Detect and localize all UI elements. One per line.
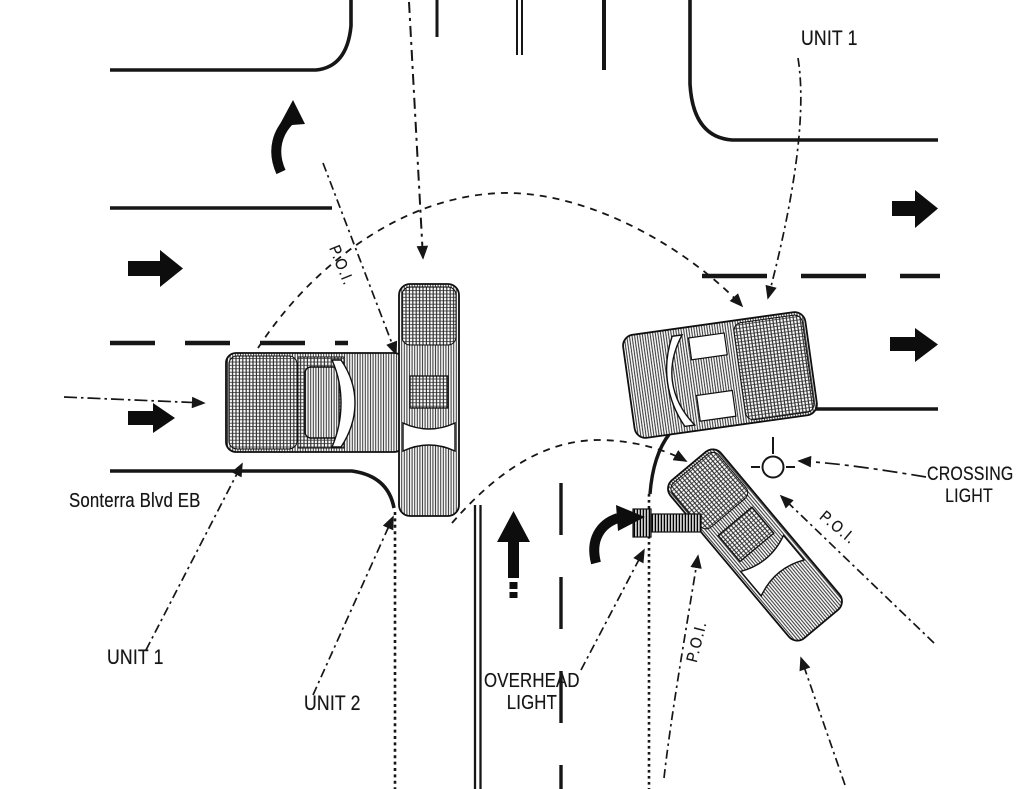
lane-arrow-right-west-lower	[128, 403, 175, 433]
lane-arrow-right-east-upper	[892, 190, 938, 228]
unit1-final-windshield	[665, 334, 697, 428]
unit2-spinout-arc-arrow	[451, 439, 688, 524]
label-street-name: Sonterra Blvd EB	[69, 490, 201, 512]
lane-arrow-curved-up	[271, 100, 305, 175]
leader-unit2-final	[799, 656, 846, 786]
leader-unit2	[312, 515, 394, 696]
unit1-windshield	[330, 359, 356, 448]
label-unit2: UNIT 2	[304, 692, 361, 715]
label-crossing-light: CROSSING LIGHT	[927, 464, 1014, 507]
leader-poi-1	[322, 162, 398, 356]
lane-arrow-right-west-upper	[128, 250, 183, 287]
lane-arrows	[128, 100, 938, 598]
unit2-windshield	[402, 421, 456, 453]
label-unit1-final: UNIT 1	[801, 27, 858, 50]
car-unit1-final	[622, 311, 818, 439]
lane-arrow-right-east-lower	[890, 328, 938, 362]
leader-overhead-light	[580, 548, 645, 671]
leader-unit1-top	[765, 57, 802, 300]
unit2-final-windshield	[739, 534, 806, 598]
label-unit1-initial: UNIT 1	[107, 646, 164, 669]
trajectory-paths	[257, 1, 744, 524]
unit1-direction-thin-arrow	[63, 396, 206, 409]
car-unit1-initial	[225, 352, 405, 453]
leader-unit1-bottom	[145, 462, 243, 651]
lane-arrow-curved-right	[589, 505, 645, 565]
vehicles	[225, 283, 843, 642]
road-lines	[110, 0, 940, 789]
unit2-approach-trajectory-arrow	[408, 1, 429, 260]
lane-arrow-up-south-leg	[497, 511, 530, 598]
leader-lines	[63, 57, 935, 786]
leader-poi-3	[663, 554, 702, 779]
leader-poi-2	[779, 494, 935, 644]
road-edge-ne-corner	[688, 0, 938, 142]
label-overhead-light: OVERHEAD LIGHT	[484, 670, 580, 714]
unit1-trajectory-arc-arrow	[257, 192, 744, 349]
crossing-light-icon	[751, 437, 795, 479]
road-edge-nw-corner	[110, 0, 353, 72]
car-unit2-initial	[398, 283, 460, 517]
fixed-objects	[632, 437, 795, 538]
road-edge-sw-corner	[110, 469, 396, 509]
car-unit2-final	[667, 448, 843, 642]
leader-crossing-light	[797, 455, 927, 478]
